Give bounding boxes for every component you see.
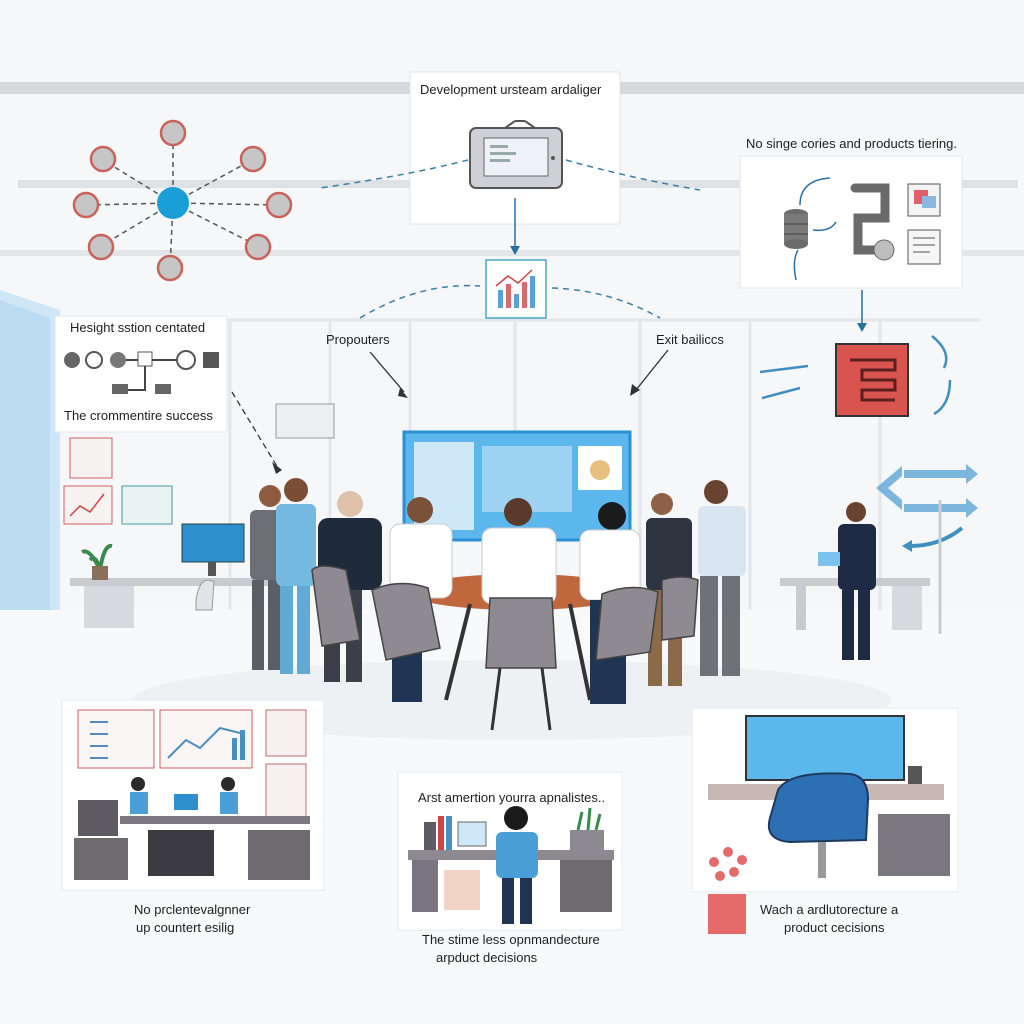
left-desk	[70, 578, 270, 586]
bottom-center-top: Arst amertion yourra apnalistes..	[418, 790, 606, 805]
flow-arrows-icon	[793, 177, 837, 281]
bottom-center-line1: The stime less opnmandecture	[422, 932, 600, 947]
left-desk-monitor	[181, 523, 245, 563]
left-panel-title: Hesight sstion centated	[70, 320, 206, 335]
database-icon	[784, 209, 808, 249]
big-flow-arrows	[876, 464, 978, 518]
top-right-label: No singe cories and products tiering.	[746, 136, 958, 151]
pipe-icon	[850, 183, 890, 255]
tablet-icon	[469, 120, 563, 189]
network-hub-icon	[157, 187, 189, 219]
bc-person	[504, 806, 528, 830]
wall-chart-1	[69, 437, 113, 479]
text-doc-icon	[907, 229, 941, 265]
ceiling-beam-low	[0, 250, 1024, 256]
bl-cabinet	[74, 838, 128, 880]
br-plant-pot	[708, 894, 746, 934]
left-panel-card	[54, 315, 228, 433]
left-panel-caption: The crommentire success	[64, 408, 213, 423]
bottom-right-line1: Wach a ardlutorecture a	[760, 902, 899, 917]
br-monitor	[745, 715, 905, 781]
top-center-label: Development ursteam ardaliger	[420, 82, 602, 97]
top-right-card	[739, 155, 963, 289]
bottom-left-line2: up countert esilig	[136, 920, 235, 935]
br-office-chair	[768, 772, 870, 844]
right-arrows	[759, 335, 952, 416]
white-chair	[195, 579, 215, 611]
bottom-right-line2: product cecisions	[784, 920, 885, 935]
bottom-left-line1: No prclentevalgnner	[134, 902, 251, 917]
arrow-left-label: Propouters	[326, 332, 390, 347]
bottom-center-line2: arpduct decisions	[436, 950, 538, 965]
grid-panel-icon	[275, 403, 335, 439]
bl-board-2	[159, 709, 253, 769]
meeting-chairs	[311, 565, 699, 669]
bl-desk	[120, 816, 310, 824]
bl-server-rack	[265, 709, 307, 757]
wall-calendar	[121, 485, 173, 525]
bl-board-1	[77, 709, 155, 769]
arrow-right-label: Exit bailiccs	[656, 332, 724, 347]
wall-chart-2	[63, 485, 113, 525]
top-connectors	[319, 159, 701, 319]
chart-icon	[485, 259, 547, 319]
process-flow-icon	[64, 350, 219, 394]
network-diagram-icon	[72, 119, 293, 282]
